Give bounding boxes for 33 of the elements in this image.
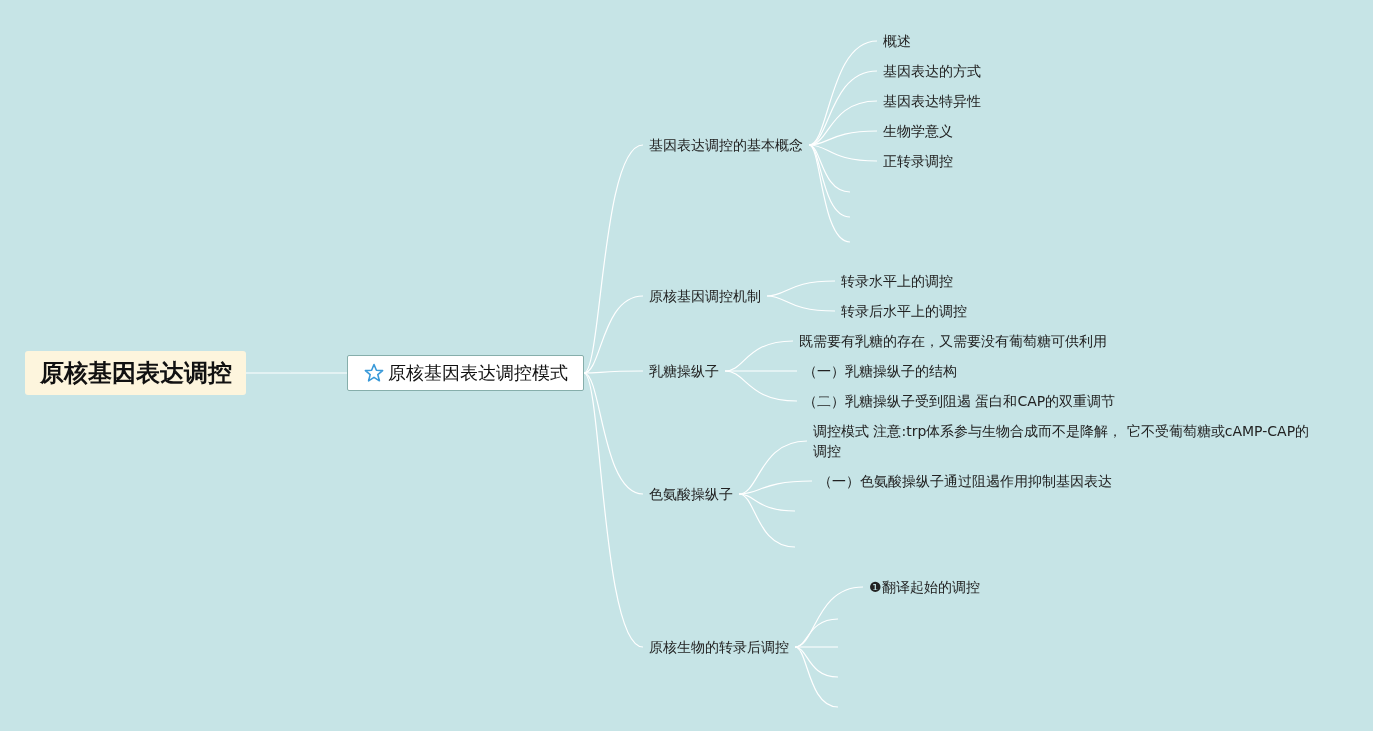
topic-label: ❶翻译起始的调控	[863, 576, 986, 598]
topic-label: 基因表达特异性	[877, 90, 987, 112]
topic-label: 正转录调控	[877, 150, 959, 172]
branch-line	[583, 372, 644, 648]
branch-line	[583, 372, 644, 495]
topic-label: 概述	[877, 30, 917, 52]
branch-line	[738, 480, 813, 495]
topic-label: 转录后水平上的调控	[835, 300, 973, 322]
branch-line	[583, 370, 644, 374]
root-topic-box: 原核基因表达调控	[25, 351, 246, 395]
branch-line	[766, 280, 836, 297]
topic-label: 基因表达的方式	[877, 60, 987, 82]
topic-label: （一）色氨酸操纵子通过阻遏作用抑制基因表达	[812, 470, 1118, 492]
topic-text: 原核基因表达调控模式	[387, 362, 568, 384]
topic-label: （二）乳糖操纵子受到阻遏 蛋白和CAP的双重调节	[797, 390, 1122, 412]
topic-label: 既需要有乳糖的存在，又需要没有葡萄糖可供利用	[793, 330, 1113, 352]
branch-line	[808, 144, 851, 243]
branch-line	[738, 493, 796, 548]
topic-label: （一）乳糖操纵子的结构	[797, 360, 963, 382]
topic-label: 生物学意义	[877, 120, 959, 142]
topic-label: 乳糖操纵子	[643, 360, 725, 382]
branch-line	[724, 370, 798, 402]
topic-label: 调控模式 注意:trp体系参与生物合成而不是降解， 它不受葡萄糖或cAMP-CAP的调控	[807, 421, 1319, 461]
branch-line	[794, 646, 839, 708]
branch-line	[766, 295, 836, 312]
topic-label: 原核基因调控机制	[643, 285, 767, 307]
topic-label: 转录水平上的调控	[835, 270, 959, 292]
topic-box	[347, 355, 584, 391]
branch-line	[583, 144, 644, 374]
topic-label: 原核生物的转录后调控	[643, 636, 795, 658]
topic-label: 基因表达调控的基本概念	[643, 134, 809, 156]
topic-label: 色氨酸操纵子	[643, 483, 739, 505]
branch-line	[808, 144, 851, 218]
